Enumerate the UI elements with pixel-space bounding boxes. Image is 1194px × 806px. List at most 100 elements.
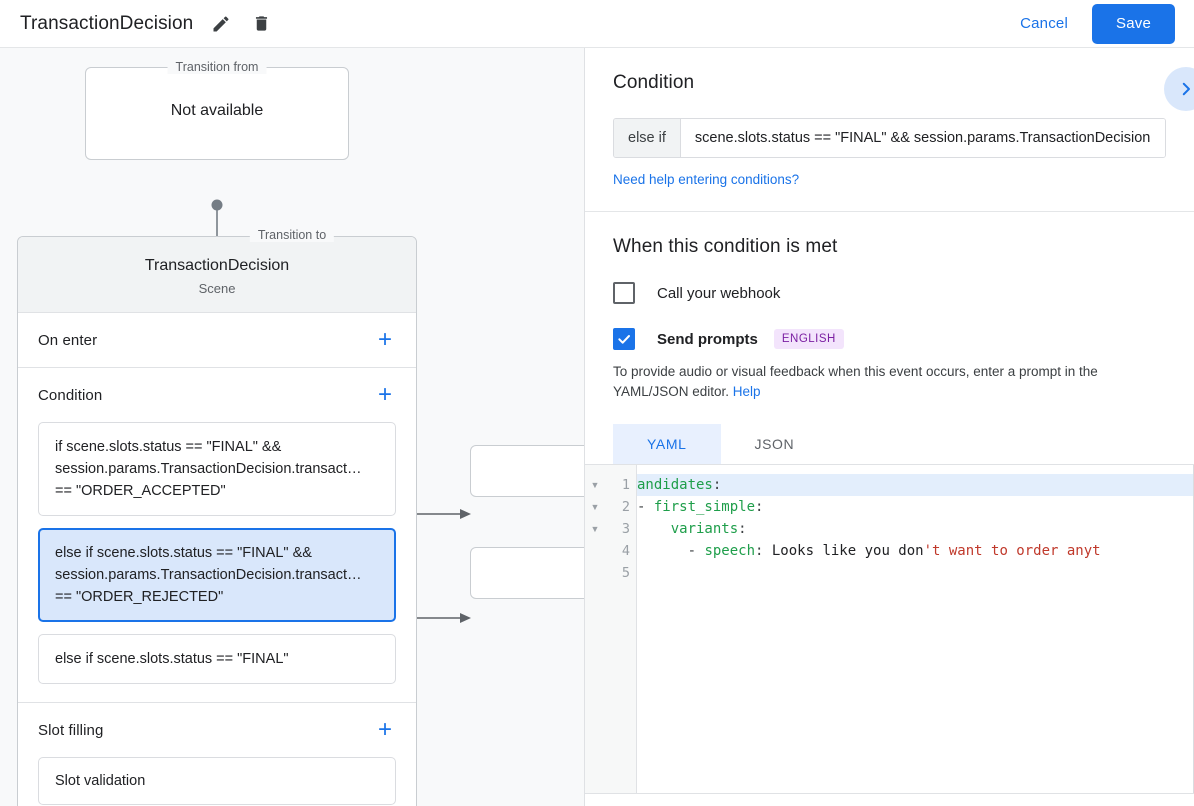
condition-prefix-label: else if [614,119,681,157]
condition-heading: Condition [613,72,695,93]
pencil-icon [213,15,229,31]
code-line: - speech: Looks like you don't want to o… [637,540,1194,562]
condition-line: else if scene.slots.status == "FINAL" [55,651,289,667]
line-number: 4 [621,543,630,559]
line-number-gutter: 1 2 3 4 5 [605,465,637,793]
webhook-row[interactable]: Call your webhook [613,282,1166,304]
condition-input-row[interactable]: else if [613,118,1166,158]
fold-spacer [585,562,605,584]
page-title: TransactionDecision [20,12,194,34]
code-token: andidates [637,477,713,493]
add-slot-filling-button[interactable]: + [377,716,392,743]
when-condition-met-section: When this condition is met Call your web… [585,212,1194,464]
code-token: : [738,521,747,537]
code-token [637,521,671,537]
checkmark-icon [618,335,630,344]
transition-from-value: Not available [170,102,264,119]
code-token: variants [670,521,739,537]
details-panel: Condition else if Need help entering con… [584,48,1194,806]
line-number: 5 [621,565,630,581]
code-token: - [637,499,654,515]
yaml-code-editor[interactable]: ▼ ▼ ▼ 1 2 3 4 5 andidates:- first_simple… [585,464,1194,794]
code-token: speech [704,543,756,559]
code-token: - [637,543,705,559]
prompts-help-link[interactable]: Help [732,384,761,399]
transition-from-box: Transition from Not available [85,60,349,160]
prompts-help-text: To provide audio or visual feedback when… [613,362,1165,402]
when-condition-met-heading: When this condition is met [613,236,838,257]
edit-name-button[interactable] [207,10,235,38]
add-on-enter-button[interactable]: + [377,326,392,353]
condition-card-selected[interactable]: else if scene.slots.status == "FINAL" &&… [38,528,396,622]
transition-from-legend: Transition from [167,60,267,74]
code-token: : [755,499,764,515]
editor-format-tabs: YAML JSON [613,424,1166,464]
condition-line: session.params.TransactionDecision.trans… [55,461,362,477]
fold-toggle-icon[interactable]: ▼ [590,502,600,512]
call-webhook-label: Call your webhook [657,284,781,302]
condition-expression-input[interactable] [680,119,1165,157]
condition-card[interactable]: else if scene.slots.status == "FINAL" [38,634,396,684]
section-header: On enter + [38,313,396,367]
fold-spacer [585,540,605,562]
condition-card[interactable]: if scene.slots.status == "FINAL" && sess… [38,422,396,516]
tab-yaml[interactable]: YAML [613,424,721,464]
app-header: TransactionDecision Cancel Save [0,0,1194,48]
language-badge: ENGLISH [773,329,844,349]
condition-help-link[interactable]: Need help entering conditions? [613,172,800,187]
code-token: Looks like you don [771,543,924,559]
send-prompts-checkbox[interactable] [613,328,635,350]
scene-name: TransactionDecision [144,257,290,274]
section-title-on-enter: On enter [38,331,98,349]
code-token: first_simple [653,499,756,515]
section-title-condition: Condition [38,386,103,404]
condition-line: == "ORDER_ACCEPTED" [55,483,226,499]
section-title-slot-filling: Slot filling [38,721,104,739]
condition-editor-section: Condition else if Need help entering con… [585,48,1194,212]
section-on-enter: On enter + [18,313,416,368]
save-button[interactable]: Save [1092,3,1175,44]
delete-button[interactable] [247,10,275,38]
send-prompts-label: Send prompts [657,330,758,348]
code-fold-gutter: ▼ ▼ ▼ [585,465,605,793]
slot-filling-list: Slot validation [38,757,396,806]
code-token: 't want to order anyt [923,543,1101,559]
fold-toggle-icon[interactable]: ▼ [590,480,600,490]
prompts-help-sentence: To provide audio or visual feedback when… [613,364,1098,399]
line-number: 3 [621,521,630,537]
code-line [637,562,1194,584]
expand-panel-button[interactable] [1164,67,1194,111]
section-condition: Condition + if scene.slots.status == "FI… [18,368,416,703]
code-line: - first_simple: [637,496,1194,518]
condition-line: if scene.slots.status == "FINAL" && [55,439,282,455]
condition-line: session.params.TransactionDecision.trans… [55,567,362,583]
cancel-button[interactable]: Cancel [1006,7,1082,40]
section-slot-filling: Slot filling + Slot validation [18,703,416,806]
code-content[interactable]: andidates:- first_simple: variants: - sp… [637,465,1194,793]
scene-graph-canvas[interactable]: Transition from Not available Transition… [0,48,584,806]
call-webhook-checkbox[interactable] [613,282,635,304]
tab-json[interactable]: JSON [754,436,795,452]
send-prompts-row[interactable]: Send prompts ENGLISH [613,328,1166,350]
section-header: Condition + [38,368,396,422]
section-header: Slot filling + [38,703,396,757]
line-number: 1 [621,477,630,493]
condition-line: == "ORDER_REJECTED" [55,589,224,605]
transition-target-box[interactable] [470,547,584,599]
code-line: variants: [637,518,1194,540]
chevron-right-icon [1182,82,1190,96]
condition-line: else if scene.slots.status == "FINAL" && [55,545,312,561]
code-token: : [755,543,772,559]
scene-type-label: Scene [198,281,236,296]
fold-toggle-icon[interactable]: ▼ [590,524,600,534]
transition-target-box[interactable] [470,445,584,497]
code-line: andidates: [637,474,1194,496]
transition-to-legend: Transition to [249,228,335,242]
scene-card: TransactionDecision Scene On enter + Con… [17,236,417,806]
scene-card-header[interactable]: TransactionDecision Scene [18,237,416,313]
line-number: 2 [621,499,630,515]
code-token: : [712,477,722,493]
slot-validation-card[interactable]: Slot validation [38,757,396,805]
add-condition-button[interactable]: + [377,381,392,408]
trash-icon [255,16,267,31]
